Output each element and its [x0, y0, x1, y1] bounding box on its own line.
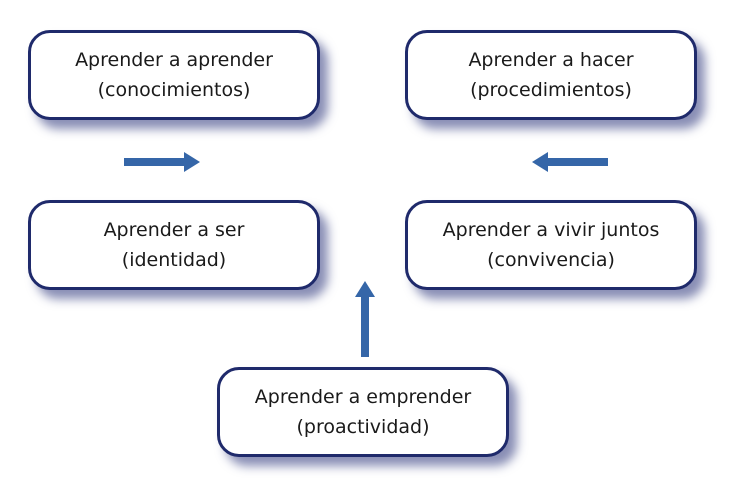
box-aprender-a-aprender: Aprender a aprender (conocimientos)	[28, 30, 320, 120]
box-title: Aprender a ser	[103, 219, 245, 241]
box-subtitle: (convivencia)	[487, 249, 615, 271]
box-subtitle: (proactividad)	[296, 416, 430, 438]
box-subtitle: (conocimientos)	[97, 79, 251, 101]
box-aprender-a-vivir-juntos: Aprender a vivir juntos (convivencia)	[405, 200, 697, 290]
box-aprender-a-hacer: Aprender a hacer (procedimientos)	[405, 30, 697, 120]
box-aprender-a-emprender: Aprender a emprender (proactividad)	[217, 367, 509, 457]
arrow-up-icon	[353, 281, 377, 357]
box-subtitle: (procedimientos)	[470, 79, 632, 101]
arrow-left-icon	[532, 150, 608, 174]
box-title: Aprender a vivir juntos	[442, 219, 660, 241]
box-aprender-a-ser: Aprender a ser (identidad)	[28, 200, 320, 290]
box-subtitle: (identidad)	[121, 249, 227, 271]
box-title: Aprender a emprender	[254, 386, 472, 408]
box-title: Aprender a aprender	[75, 49, 273, 71]
box-title: Aprender a hacer	[468, 49, 634, 71]
arrow-right-icon	[124, 150, 200, 174]
